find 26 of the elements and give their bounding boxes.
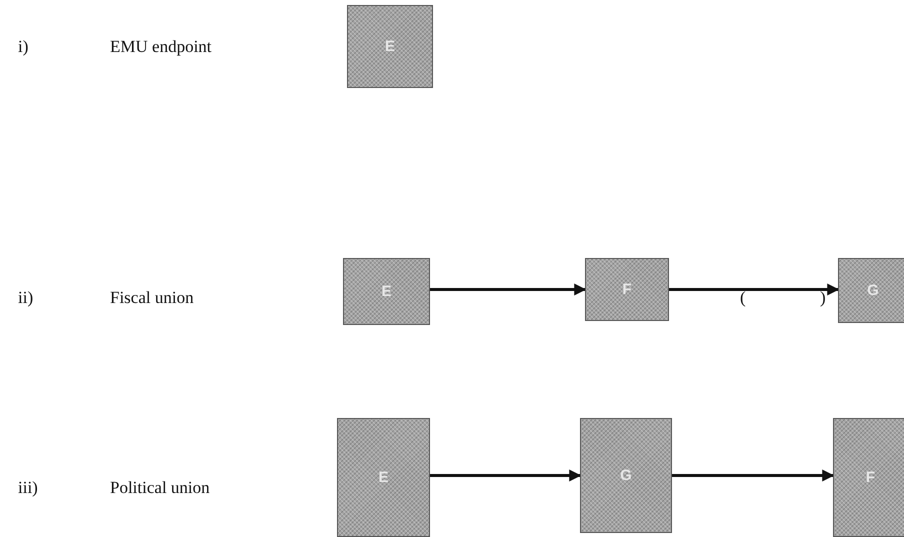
box-letter: E: [381, 283, 392, 300]
shaded-box: [838, 258, 904, 323]
box-letter: F: [866, 469, 876, 486]
box-letter: F: [622, 281, 632, 298]
box-letter: E: [378, 469, 388, 486]
row-number: iii): [18, 478, 38, 498]
shaded-box: [343, 258, 430, 325]
arrow: [430, 470, 582, 482]
parenthesis: (: [740, 288, 746, 308]
arrow: [430, 284, 586, 296]
row-number: i): [18, 37, 28, 57]
box-letter: E: [384, 38, 395, 55]
row-number: ii): [18, 288, 34, 308]
shaded-box: [337, 418, 430, 537]
box-letter: G: [620, 467, 632, 484]
arrow: [672, 470, 834, 482]
shaded-box: [580, 418, 672, 533]
parenthesis: ): [820, 288, 826, 308]
shaded-box: [833, 418, 904, 537]
row-title: Political union: [110, 478, 210, 498]
row-title: EMU endpoint: [110, 37, 212, 57]
box-letter: G: [867, 282, 879, 299]
shaded-box: [347, 5, 433, 88]
shaded-box: [585, 258, 669, 321]
row-title: Fiscal union: [110, 288, 194, 308]
arrow: [669, 284, 840, 296]
